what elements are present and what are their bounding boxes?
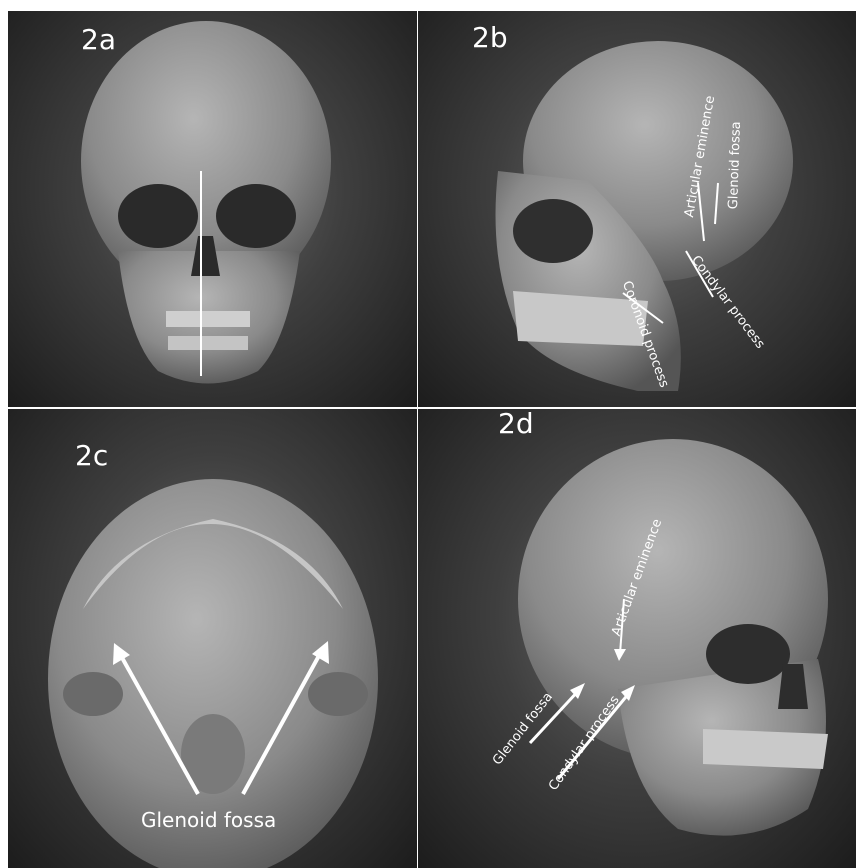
panel-2b: 2b Articular eminence Glenoid fossa Cond… [418,11,856,407]
skull-front-image [8,11,417,407]
panel-2d: 2d Articular eminence Glenoid fossa Cond… [418,409,856,868]
panel-2c: 2c Glenoid fossa [8,409,417,868]
skull-base-image [8,409,417,868]
panel-label-2b: 2b [472,21,508,54]
panel-label-2a: 2a [81,23,116,56]
skull-side-image [418,11,856,407]
skull-oblique-image [418,409,856,868]
panel-label-2d: 2d [498,409,534,440]
panel-label-2c: 2c [75,439,108,472]
glenoid-fossa-label-2b: Glenoid fossa [726,121,744,209]
glenoid-fossa-label-2c: Glenoid fossa [141,808,276,832]
panel-2a: 2a [8,11,417,407]
